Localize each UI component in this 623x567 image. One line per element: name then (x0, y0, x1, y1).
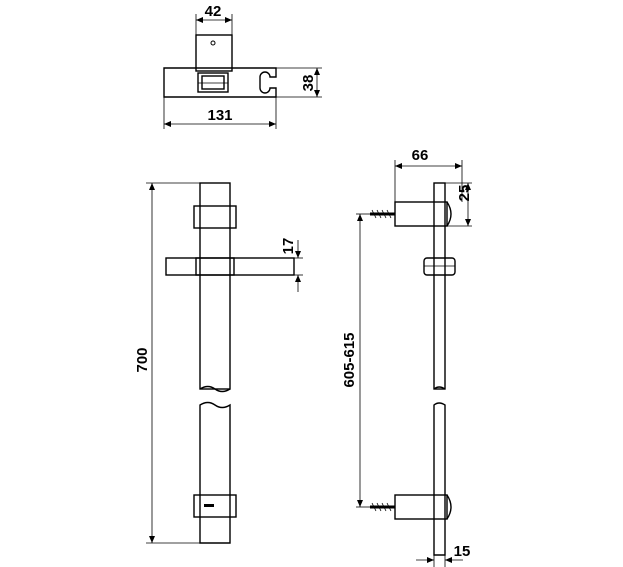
dim-top-width: 42 (205, 3, 222, 20)
front-view: 700 17 (134, 182, 303, 544)
dim-arm-thickness: 17 (280, 238, 297, 255)
screw-icon (370, 502, 395, 512)
screw-icon (370, 209, 395, 219)
dim-rail-diameter: 15 (454, 543, 471, 560)
dim-bracket-top: 25 (456, 185, 473, 202)
dim-fixing-distance: 605-615 (341, 332, 358, 387)
dim-total-height: 700 (134, 347, 151, 372)
dim-bracket-length: 131 (207, 107, 232, 124)
dim-bracket-depth: 66 (412, 147, 429, 164)
side-view: 66 25 605-615 15 (341, 147, 473, 567)
top-view: 42 131 38 (163, 3, 322, 129)
dim-bracket-height: 38 (300, 75, 317, 92)
